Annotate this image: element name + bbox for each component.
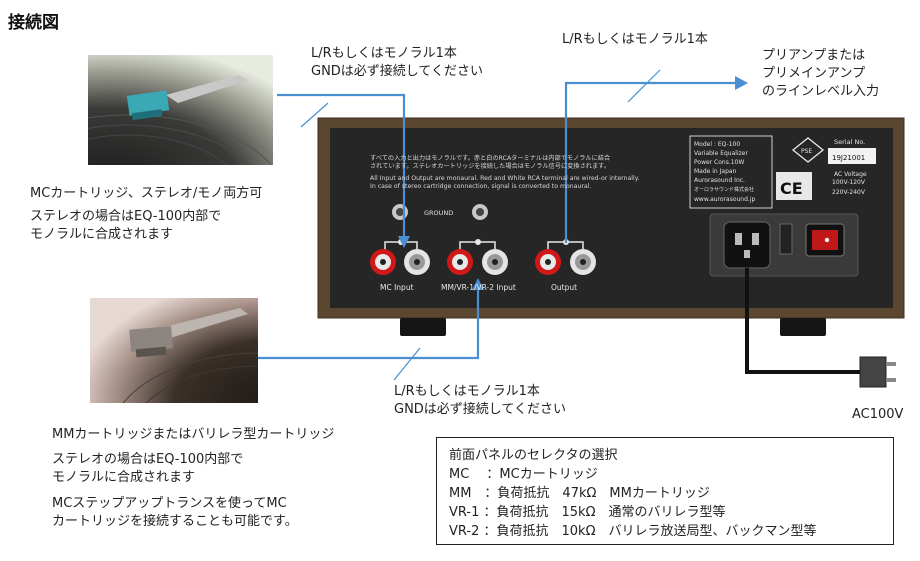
rca-mm-white [482,249,508,275]
mc-input-label: MC Input [380,283,414,292]
panel-en-1: All Input and Output are monaural. Red a… [370,175,639,182]
power-cord [745,268,860,374]
serial-box [828,148,876,164]
model-line-2: Variable Equalizer [694,150,748,157]
mc-cable-note-1: L/Rもしくはモノラル1本 [311,46,457,61]
rca-mc-red [370,249,396,275]
mc-caption-2: ステレオの場合はEQ-100内部で [30,209,222,224]
mm-caption-4: MCステップアップトランスを使ってMC [52,496,287,511]
preamp-note-3: のラインレベル入力 [762,84,880,99]
ce-mark [776,172,812,200]
mm-caption-5: カートリッジを接続することも可能です。 [52,514,298,529]
ground-label: GROUND [424,209,453,217]
panel-jp-1: すべての入力と出力はモノラルです。赤と白のRCAターミナルは内部でモノラルに結合 [370,154,610,162]
mm-input-cable [258,282,480,360]
output-label: Output [551,283,577,292]
panel-en-2: In case of stereo cartridge connection, … [370,183,591,190]
ac-voltage-2: 220V-240V [832,189,866,196]
foot-right [780,318,826,336]
mc-caption-1: MCカートリッジ、ステレオ/モノ両方可 [30,186,263,201]
model-line-4: Made in Japan [694,168,737,175]
model-line-1: Model : EQ-100 [694,141,740,148]
iec-inlet [723,221,771,269]
mm-cable-note-1: L/Rもしくはモノラル1本 [394,384,540,399]
mc-cartridge-photo [88,55,273,165]
rca-out-red [535,249,561,275]
selector-title: 前面パネルのセレクタの選択 [449,448,618,463]
selector-row-mm: MM ：負荷抵抗 47kΩ MMカートリッジ [449,486,710,501]
mc-cable-note-2: GNDは必ず接続してください [311,64,484,79]
power-plug [859,356,896,388]
serial-value: 19J21001 [832,154,865,162]
mm-input-label: MM/VR-1/VR-2 Input [441,283,516,292]
ac-label: AC100V [852,407,904,422]
panel-jp-2: されています。ステレオカートリッジを接続した場合はモノラル信号に変換されます。 [370,162,610,170]
selector-row-vr1: VR-1 ：負荷抵抗 15kΩ 通常のバリレラ型等 [449,505,726,520]
output-cable [564,81,737,243]
foot-left [400,318,446,336]
output-cable-note: L/Rもしくはモノラル1本 [562,32,708,47]
ground-terminal-left [392,204,408,220]
ground-terminal-right [472,204,488,220]
selector-row-vr2: VR-2 ：負荷抵抗 10kΩ バリレラ放送局型、バックマン型等 [449,524,817,539]
mc-caption-3: モノラルに合成されます [30,227,174,242]
pse-text: PSE [801,148,812,155]
rca-mc-white [404,249,430,275]
fuse-holder [779,223,793,255]
model-line-6: オーロラサウンド株式会社 [694,186,754,193]
ac-voltage-1: 100V-120V [832,179,866,186]
selector-row-mc: MC ：MCカートリッジ [449,467,598,482]
model-label [689,135,773,209]
mc-cable-arrow [398,236,410,248]
selector-legend: 前面パネルのセレクタの選択 MC ：MCカートリッジ MM ：負荷抵抗 47kΩ… [436,437,894,545]
mm-caption-1: MMカートリッジまたはバリレラ型カートリッジ [52,427,335,442]
model-line-3: Power Cons.10W [694,159,744,166]
model-line-5: Aurorasound Inc. [694,177,745,184]
ce-text: CE [780,179,803,198]
mm-cartridge-photo [90,298,258,403]
preamp-note-1: プリアンプまたは [762,48,866,63]
serial-label: Serial No. [834,138,865,146]
mm-cable-note-2: GNDは必ず接続してください [394,402,567,417]
model-line-7: www.aurorasound.jp [694,196,755,203]
mc-input-cable [277,93,406,243]
rca-out-white [570,249,596,275]
mm-caption-3: モノラルに合成されます [52,470,196,485]
ac-voltage-label: AC Voltage [834,171,867,178]
pse-mark [791,137,825,163]
mm-cable-arrow [472,278,484,290]
rca-mm-red [447,249,473,275]
output-cable-arrow [735,76,748,90]
preamp-note-2: プリメインアンプ [762,66,866,81]
page-title: 接続図 [8,13,59,33]
mm-caption-2: ステレオの場合はEQ-100内部で [52,452,244,467]
